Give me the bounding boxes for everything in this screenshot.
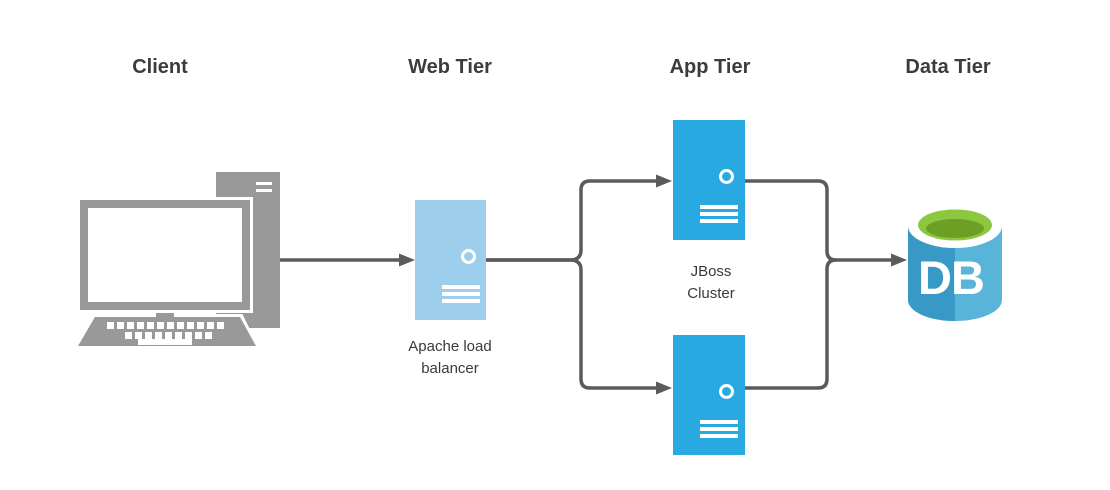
tier-header-data-tier: Data Tier — [905, 56, 991, 78]
tier-header-app-tier: App Tier — [669, 56, 751, 78]
monitor-screen — [88, 208, 242, 302]
apache-label: Apache load balancer — [408, 338, 492, 377]
server-power-button-icon — [719, 169, 734, 184]
server-vent-line — [700, 219, 738, 223]
keyboard-spacebar — [138, 339, 192, 345]
jboss-server-1-icon — [673, 120, 745, 240]
server-vent-line — [442, 292, 480, 296]
server-vent-line — [700, 434, 738, 438]
arrowhead-into-jboss2 — [656, 381, 672, 395]
server-vent-line — [442, 299, 480, 303]
server-power-button-icon — [461, 249, 476, 264]
arrowhead-into-apache — [399, 253, 415, 267]
keyboard-keys-row — [125, 332, 212, 339]
monitor — [80, 200, 250, 310]
database-cylinder-icon: DB — [908, 204, 1002, 321]
keyboard — [78, 317, 256, 346]
keyboard-keys-row — [107, 322, 224, 329]
jboss-server-2-icon — [673, 335, 745, 455]
tower-vent-line — [256, 182, 272, 185]
db-top-green-inner — [926, 219, 984, 238]
edge-jboss2-to-merge — [745, 258, 837, 390]
apache-load-balancer-icon — [415, 200, 486, 320]
tower-vent-line — [256, 189, 272, 192]
server-vent-line — [700, 205, 738, 209]
server-power-button-icon — [719, 384, 734, 399]
jboss-cluster-label: JBoss Cluster — [687, 263, 735, 302]
edge-apache-to-jboss1 — [486, 179, 657, 262]
tier-header-client: Client — [132, 56, 188, 78]
server-vent-line — [700, 427, 738, 431]
server-vent-line — [700, 420, 738, 424]
arrowhead-into-db — [891, 253, 907, 267]
edge-jboss1-to-merge — [745, 179, 837, 262]
edge-apache-to-jboss2 — [486, 258, 657, 390]
tier-header-web-tier: Web Tier — [408, 56, 492, 78]
server-vent-line — [700, 212, 738, 216]
db-body-dark — [908, 227, 955, 321]
db-label: DB — [918, 251, 984, 304]
server-vent-line — [442, 285, 480, 289]
arrowhead-into-jboss1 — [656, 174, 672, 188]
